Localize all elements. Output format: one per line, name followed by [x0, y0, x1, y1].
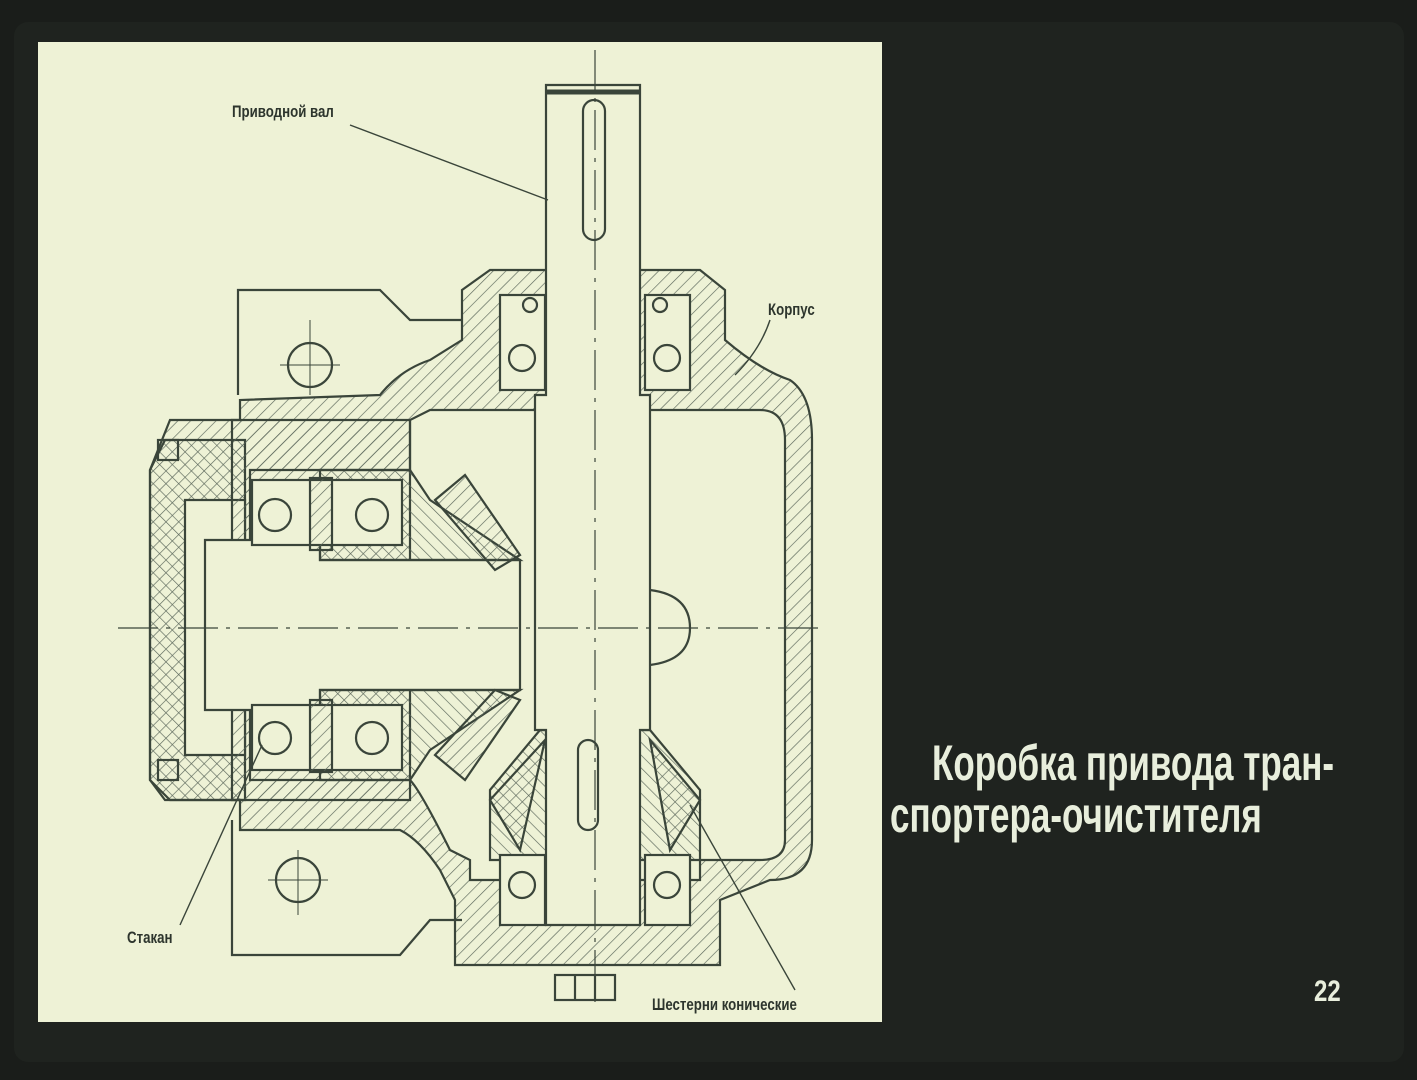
bearing-ball: [652, 343, 682, 373]
slide-title-line2: спортера-очистителя: [890, 787, 1262, 843]
label-bevel-gears: Шестерни конические: [652, 995, 797, 1014]
upper-keyway: [581, 98, 607, 242]
bearing-ball: [652, 870, 682, 900]
lower-mounting-lug: [230, 820, 462, 957]
label-sleeve: Стакан: [127, 928, 173, 947]
leader-bevel-gears: [689, 804, 796, 991]
leader-drive-shaft: [349, 124, 549, 201]
lower-keyway: [576, 738, 600, 832]
bevel-pinion-upper: [433, 473, 522, 572]
leader-housing: [734, 319, 771, 376]
bearing-ball: [354, 497, 390, 533]
bearing-ball: [507, 870, 537, 900]
bevel-pinion-lower: [433, 688, 522, 782]
shaft-bearing-top-left: [498, 293, 547, 392]
drive-shaft: [533, 83, 652, 927]
bevel-gear-tooth-right: [648, 736, 702, 854]
shaft-bearing-bottom-right: [643, 853, 692, 927]
shaft-bearing-bottom-left: [498, 853, 547, 927]
bevel-gear-tooth-left: [488, 736, 547, 853]
seal-ring: [521, 296, 539, 314]
bearing-ball: [354, 720, 390, 756]
frame-number: 22: [1314, 975, 1341, 1008]
label-drive-shaft: Приводной вал: [232, 102, 334, 121]
cap-seal-top: [156, 438, 180, 462]
seal-ring: [651, 296, 669, 314]
bearing-ball: [257, 497, 293, 533]
shaft-bearing-top-right: [643, 293, 692, 392]
upper-mounting-lug: [236, 288, 462, 395]
slide-title-line1: Коробка привода тран-: [932, 735, 1335, 791]
bearing-spacer: [308, 476, 334, 552]
leader-sleeve: [179, 744, 263, 926]
label-housing: Корпус: [768, 300, 815, 319]
sleeve: [230, 418, 412, 802]
drain-bolt: [553, 973, 617, 1002]
bearing-ball: [257, 720, 293, 756]
bearing-ball: [507, 343, 537, 373]
bearing-spacer: [308, 698, 334, 774]
pinion-shaft: [203, 538, 522, 712]
cap-seal-bottom: [156, 758, 180, 782]
